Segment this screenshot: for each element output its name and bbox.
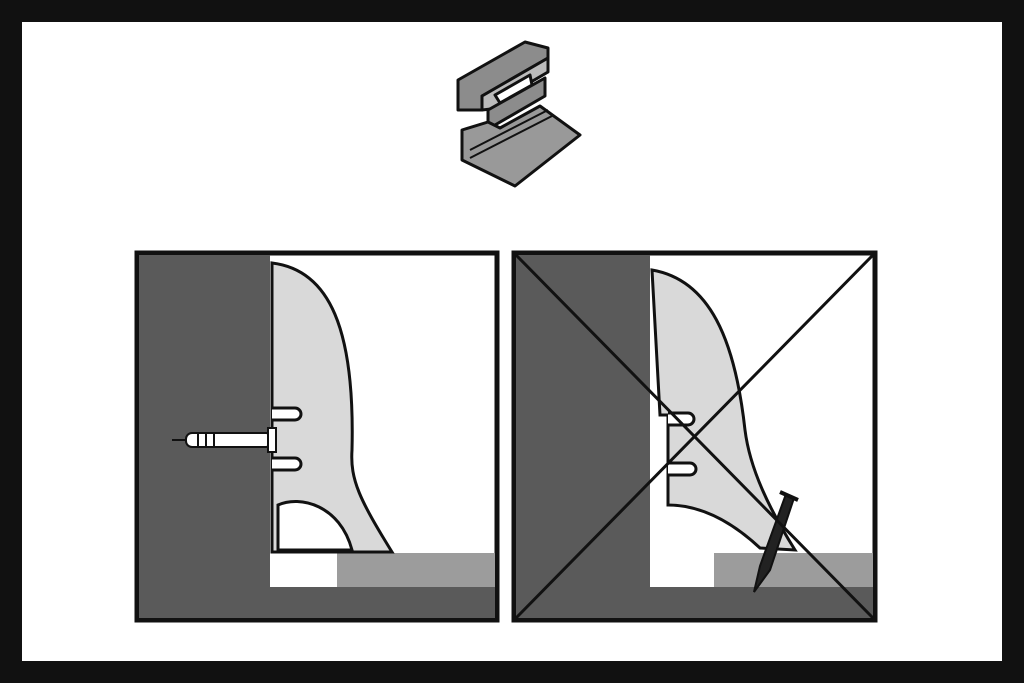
clip-slot-bottom <box>668 461 698 477</box>
skirting-profile <box>270 261 395 554</box>
skirting-profile <box>650 268 798 552</box>
floor-covering <box>714 553 873 587</box>
panel-incorrect <box>511 250 878 623</box>
floor-covering <box>337 553 495 587</box>
wall <box>516 255 650 618</box>
clip-slot-bottom <box>272 456 303 472</box>
wall-dowel-icon <box>172 427 277 453</box>
nail-icon <box>753 490 799 593</box>
cross-out-icon <box>514 253 875 620</box>
panel-correct <box>134 250 500 623</box>
subfloor <box>139 587 495 618</box>
subfloor <box>516 587 873 618</box>
mounting-clip-icon <box>456 40 582 188</box>
profile-cavity <box>276 500 354 552</box>
clip-slot-top <box>272 406 303 422</box>
